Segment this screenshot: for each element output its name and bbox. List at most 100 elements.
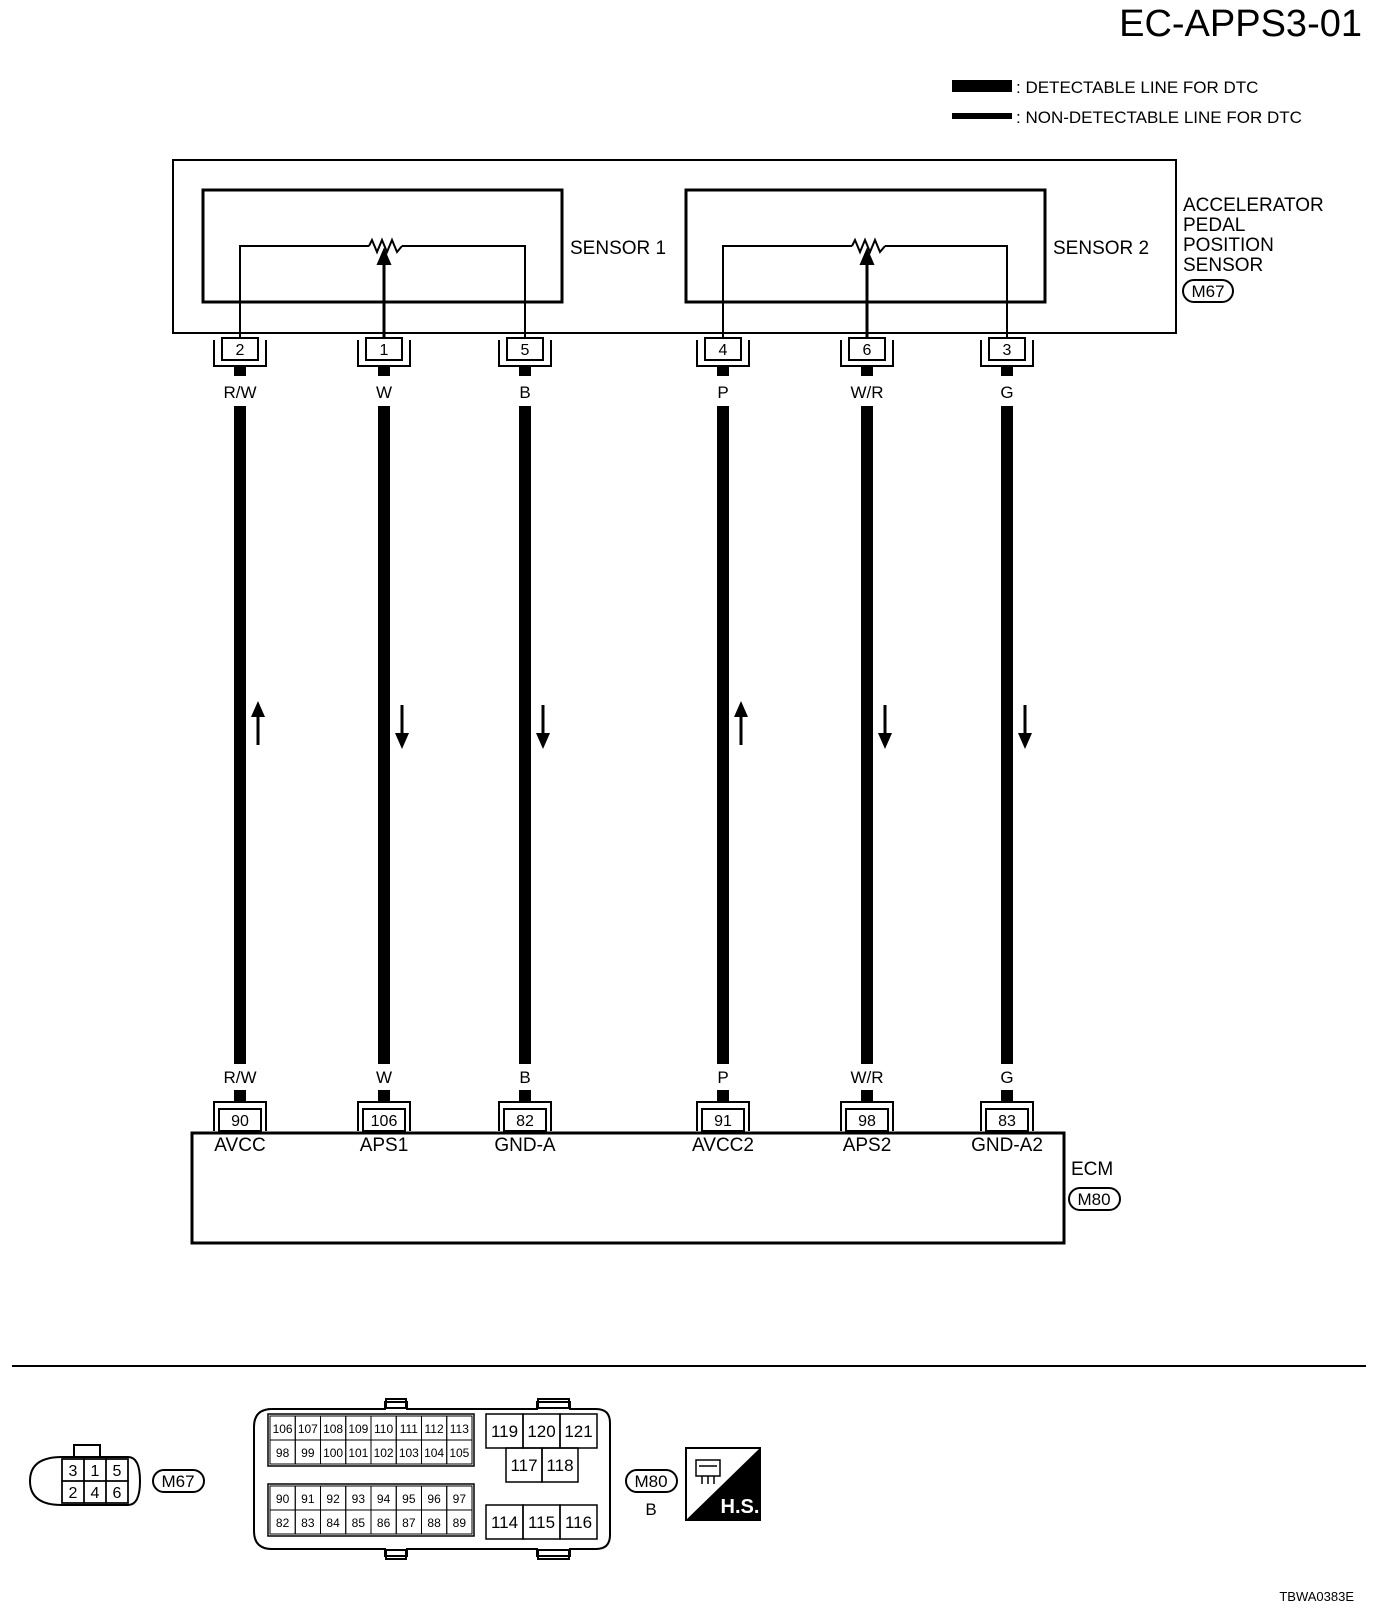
m80-pin-cell: [541, 1447, 579, 1483]
ecm-terminal-outline: [840, 1101, 894, 1131]
m80-pin-number: 89: [453, 1516, 467, 1530]
ecm-connector-badge: [1068, 1187, 1121, 1211]
sensor-pin-number: 6: [863, 342, 872, 359]
ecm-signal-name: GND-A2: [971, 1135, 1043, 1156]
ecm-pin-number: 91: [714, 1113, 732, 1130]
m80-pin-number: 117: [510, 1456, 537, 1475]
ecm-connector-id: M80: [1077, 1190, 1110, 1209]
sensor-pin-box: [848, 337, 886, 361]
wire-color-bottom: P: [717, 1068, 728, 1087]
signal-arrow-down-icon: [536, 733, 550, 749]
apps-connector-badge: [1182, 279, 1234, 303]
ecm-box: [190, 1131, 1066, 1245]
ecm-component: ECM M80: [190, 1131, 1121, 1245]
sensor-pin-box: [221, 337, 259, 361]
m67-pin-cell: [105, 1480, 129, 1504]
m80-pin-cell: [446, 1509, 473, 1535]
m80-pin-number: 109: [348, 1422, 368, 1436]
sensor-terminal-stub: [378, 366, 390, 376]
m80-pin-number: 112: [425, 1422, 444, 1436]
m80-latch-bottom-right: [537, 1549, 570, 1560]
signal-arrow-up-icon: [734, 701, 748, 717]
legend-non-detectable-line: [952, 113, 1012, 119]
m80-pin-number: 118: [546, 1456, 573, 1475]
ecm-name: ECM: [1071, 1159, 1113, 1180]
m80-pin-number: 113: [450, 1422, 469, 1436]
ecm-signal-name: APS2: [843, 1135, 892, 1156]
m80-pin-number: 120: [527, 1422, 555, 1441]
m80-view-label: M80: [634, 1472, 667, 1491]
ecm-pin-number: 98: [858, 1113, 876, 1130]
sensor-terminal-stub: [234, 366, 246, 376]
ecm-terminal-outline: [213, 1101, 267, 1131]
wire-line: [1001, 406, 1013, 1064]
wire-color-top: W: [376, 383, 392, 402]
wire-line: [861, 406, 873, 1064]
ecm-signal-name: APS1: [360, 1135, 409, 1156]
ecm-pin-box: [985, 1108, 1029, 1132]
sensor-terminal-stub: [717, 366, 729, 376]
apps-name-line2: PEDAL: [1183, 215, 1245, 236]
ecm-pin-box: [362, 1108, 406, 1132]
m80-pin-number: 84: [326, 1516, 340, 1530]
m80-pin-number: 90: [276, 1492, 290, 1506]
sensor2-label: SENSOR 2: [1053, 238, 1149, 259]
wire-color-top: R/W: [223, 383, 256, 402]
wire-color-bottom: G: [1000, 1068, 1013, 1087]
m80-pin-number: 100: [323, 1446, 343, 1460]
legend-detectable-label: : DETECTABLE LINE FOR DTC: [1016, 78, 1258, 97]
m80-pin-number: 102: [374, 1446, 394, 1460]
m80-pin-number: 105: [449, 1446, 469, 1460]
m67-pin-number: 2: [69, 1485, 78, 1502]
wire-color-bottom: W: [376, 1068, 392, 1087]
ecm-terminal-stub: [519, 1090, 531, 1102]
m80-view-badge: [625, 1469, 678, 1493]
m80-latch-top-right: [537, 1398, 570, 1409]
m80-pin-number: 86: [377, 1516, 391, 1530]
m67-pin-number: 5: [113, 1463, 122, 1480]
m80-pin-number: 95: [402, 1492, 416, 1506]
sensor1-label: SENSOR 1: [570, 238, 666, 259]
m67-latch: [73, 1444, 101, 1458]
sensor2-potentiometer: [722, 237, 1008, 340]
ecm-terminal-stub: [234, 1090, 246, 1102]
ecm-pin-box: [701, 1108, 745, 1132]
m80-latch-bottom-left: [385, 1549, 407, 1560]
apps-component: SENSOR 1 SENSOR 2 ACCELERATOR PEDAL POSI…: [172, 159, 1324, 340]
m67-view-label: M67: [161, 1472, 194, 1491]
m80-pin-number: 97: [453, 1492, 467, 1506]
legend-detectable-line: [952, 80, 1012, 92]
wire-color-bottom: W/R: [850, 1068, 883, 1087]
legend-non-detectable-label: : NON-DETECTABLE LINE FOR DTC: [1016, 108, 1302, 127]
m80-pin-number: 103: [399, 1446, 419, 1460]
m80-housing: [253, 1401, 611, 1557]
wire-color-top: B: [519, 383, 530, 402]
ecm-terminal-stub: [861, 1090, 873, 1102]
apps-name-line4: SENSOR: [1183, 255, 1263, 276]
legend: : DETECTABLE LINE FOR DTC : NON-DETECTAB…: [952, 78, 1302, 127]
signal-arrow-down-icon: [395, 733, 409, 749]
m80-pin-number: 111: [400, 1422, 419, 1436]
m80-pin-number: 121: [564, 1422, 592, 1441]
sensor-pin-box: [988, 337, 1026, 361]
m67-housing: [28, 1456, 142, 1506]
wire-color-top: G: [1000, 383, 1013, 402]
m80-pin-number: 83: [301, 1516, 315, 1530]
m80-pin-number: 91: [301, 1492, 315, 1506]
wire-line: [234, 406, 246, 1064]
ecm-signal-name: AVCC: [214, 1135, 265, 1156]
m80-pin-number: 110: [374, 1422, 393, 1436]
m80-pin-number: 101: [348, 1446, 368, 1460]
m80-pin-number: 108: [323, 1422, 343, 1436]
wire-line: [717, 406, 729, 1064]
m67-pin-number: 6: [113, 1485, 122, 1502]
ecm-terminal-outline: [980, 1101, 1034, 1131]
ecm-pin-box: [218, 1108, 262, 1132]
sensor-terminal-stub: [519, 366, 531, 376]
